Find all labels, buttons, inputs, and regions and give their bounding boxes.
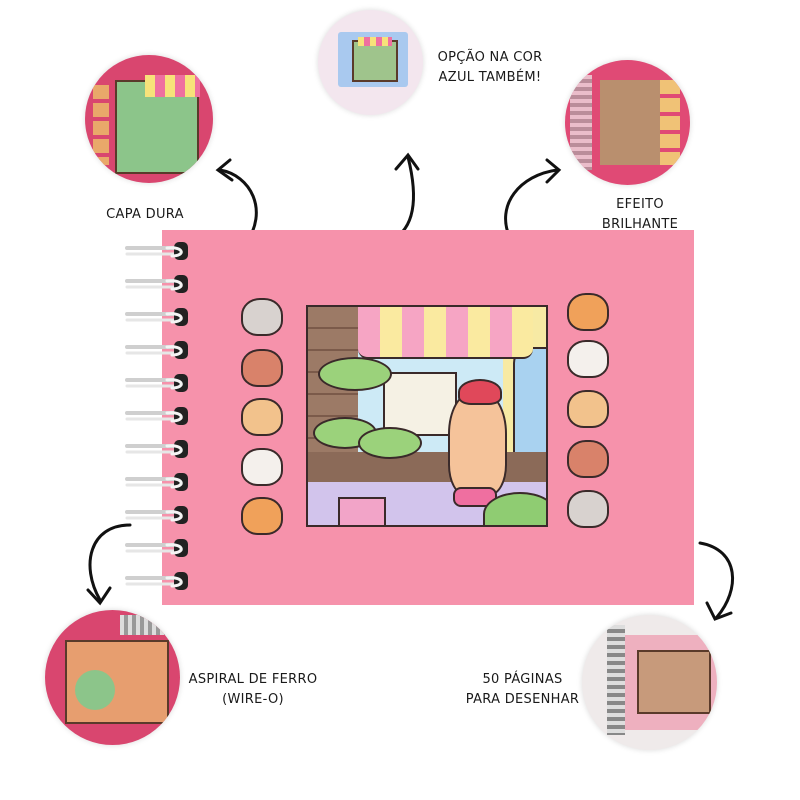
capa-dura-label: CAPA DURA	[106, 207, 184, 222]
bear-character	[448, 392, 507, 496]
efeito-brilhante-photo	[565, 60, 690, 185]
bear-face-tan-right	[567, 390, 609, 428]
cat-face-gray	[241, 298, 283, 336]
bear-face-red-right	[567, 440, 609, 478]
shop-window-illustration	[306, 305, 548, 527]
dog-face-spotted-right	[567, 340, 609, 378]
aspiral-ferro-label: ASPIRAL DE FERRO (WIRE-O)	[188, 672, 318, 707]
bear-face-red	[241, 349, 283, 387]
cat-face-orange-right	[567, 293, 609, 331]
strawberry-hat	[458, 379, 502, 405]
tree-foliage	[318, 357, 392, 391]
paginas-label: 50 PÁGINAS PARA DESENHAR	[465, 672, 580, 707]
arrow-aspiral-icon	[86, 523, 132, 606]
shop-ledge	[308, 452, 546, 482]
bear-face-tan	[241, 398, 283, 436]
efeito-brilhante-label: EFEITO BRILHANTE	[601, 197, 679, 232]
blue-variant-label: OPÇÃO NA COR AZUL TAMBÉM!	[437, 50, 543, 85]
aspiral-ferro-photo	[45, 610, 180, 745]
striped-awning	[358, 307, 533, 359]
cat-face-gray-right	[567, 490, 609, 528]
capa-dura-photo	[85, 55, 213, 183]
dog-face-spotted	[241, 448, 283, 486]
pink-pot	[338, 497, 386, 525]
arrow-paginas-icon	[698, 541, 735, 621]
green-bush	[483, 492, 546, 525]
cat-face-orange	[241, 497, 283, 535]
paginas-photo	[582, 615, 717, 750]
wire-o-spiral	[122, 240, 192, 592]
blue-variant-photo	[318, 10, 423, 115]
arrow-efeito-icon	[504, 158, 562, 240]
tree-foliage-3	[358, 427, 422, 459]
